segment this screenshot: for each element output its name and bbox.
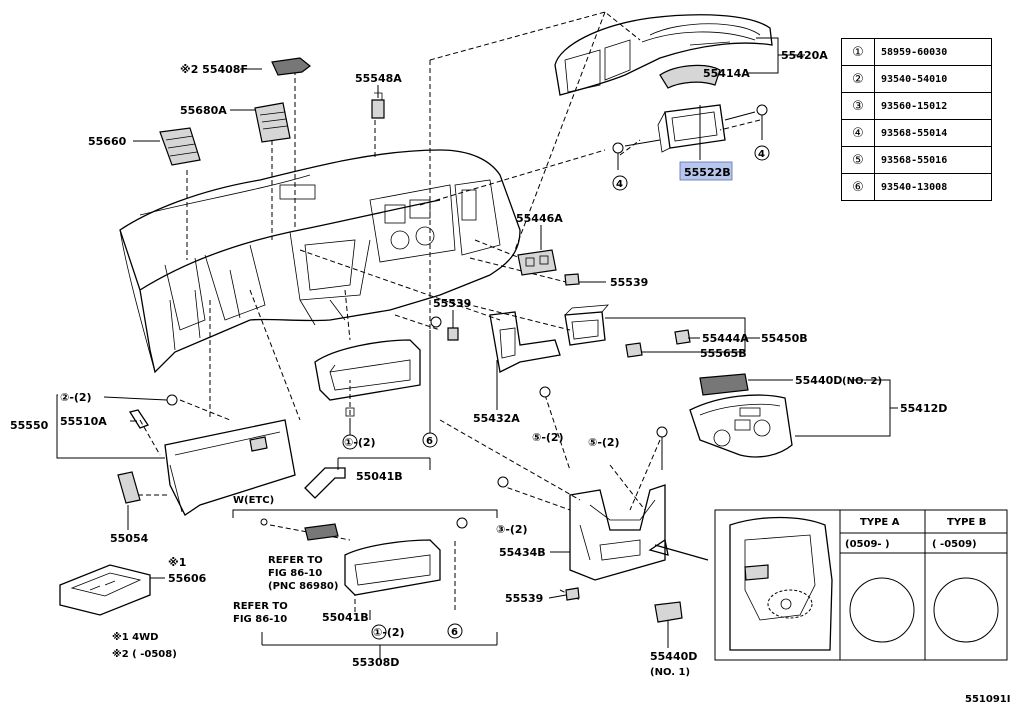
label-w-etc: W(ETC): [233, 495, 274, 506]
label-55606-note: ※1: [168, 556, 186, 569]
label-55450B[interactable]: 55450B: [761, 332, 808, 345]
type-inset: [714, 509, 1008, 661]
legend-number: ④: [841, 119, 875, 147]
type-a-range: (0509- ): [845, 539, 890, 550]
etc-group: [232, 509, 498, 660]
legend-part: 93568-55014: [874, 119, 992, 147]
qty-1-2-etc: ①-(2): [373, 626, 405, 639]
callout-4b: 4: [758, 149, 765, 160]
refer-1-line3: (PNC 86980): [268, 581, 338, 592]
refer-1-line1: REFER TO: [268, 555, 323, 566]
label-55041B[interactable]: 55041B: [356, 470, 403, 483]
label-55548A[interactable]: 55548A: [355, 72, 402, 85]
legend-number: ③: [841, 92, 875, 120]
label-55408F[interactable]: ※2 55408F: [180, 63, 248, 76]
parts-legend-table: ① 58959-60030 ② 93540-54010 ③ 93560-1501…: [841, 38, 992, 201]
label-55308D[interactable]: 55308D: [352, 656, 399, 669]
table-row[interactable]: ② 93540-54010: [841, 65, 992, 93]
qty-5-2-a: ⑤-(2): [532, 431, 564, 444]
highlight-55522B: [679, 161, 733, 181]
refer-1-line2: FIG 86-10: [268, 568, 322, 579]
label-55440D-no1-sub: (NO. 1): [650, 667, 690, 678]
legend-number: ②: [841, 65, 875, 93]
instrument-panel: [119, 149, 521, 374]
refer-2-line2: FIG 86-10: [233, 614, 287, 625]
label-55434B[interactable]: 55434B: [499, 546, 546, 559]
label-55440D-no2-sub: (NO. 2): [842, 376, 882, 387]
label-55680A[interactable]: 55680A: [180, 104, 227, 117]
legend-number: ⑤: [841, 146, 875, 174]
lower-console: [497, 476, 709, 623]
label-55550[interactable]: 55550: [10, 419, 49, 432]
label-55510A[interactable]: 55510A: [60, 415, 107, 428]
label-55414A[interactable]: 55414A: [703, 67, 750, 80]
label-55606[interactable]: 55606: [168, 572, 207, 585]
legend-number: ⑥: [841, 173, 875, 201]
label-55539-bottom[interactable]: 55539: [505, 592, 543, 605]
legend-part: 93568-55016: [874, 146, 992, 174]
legend-part: 93540-13008: [874, 173, 992, 201]
legend-part: 58959-60030: [874, 38, 992, 66]
label-55440D-no2[interactable]: 55440D: [795, 374, 842, 387]
callout-circles: 4 4 6 6: [342, 145, 770, 640]
qty-3-2: ③-(2): [496, 523, 528, 536]
callout-6a: 6: [426, 436, 433, 447]
glove-box-inner: [314, 339, 421, 417]
diagram-id: 551091I: [965, 694, 1010, 705]
tray-55606: [59, 564, 151, 616]
label-55539-top[interactable]: 55539: [610, 276, 648, 289]
left-components: [159, 57, 385, 166]
callout-6b: 6: [451, 627, 458, 638]
label-55444A[interactable]: 55444A: [702, 332, 749, 345]
table-row[interactable]: ① 58959-60030: [841, 38, 992, 66]
label-55660[interactable]: 55660: [88, 135, 127, 148]
legend-number: ①: [841, 38, 875, 66]
center-panel-55432A: [489, 311, 561, 398]
legend-part: 93560-15012: [874, 92, 992, 120]
refer-2-line1: REFER TO: [233, 601, 288, 612]
label-leaders: [56, 37, 898, 648]
table-row[interactable]: ⑤ 93568-55016: [841, 146, 992, 174]
label-55446A[interactable]: 55446A: [516, 212, 563, 225]
qty-1-2: ①-(2): [344, 436, 376, 449]
qty-5-2-b: ⑤-(2): [588, 436, 620, 449]
type-b-range: ( -0509): [932, 539, 977, 550]
switch-parts: [430, 249, 580, 341]
label-55440D-no1[interactable]: 55440D: [650, 650, 697, 663]
arrow-icon: [304, 467, 346, 499]
footnote-1: ※1 4WD: [112, 631, 158, 643]
display-assembly: [612, 104, 768, 170]
label-55565B[interactable]: 55565B: [700, 347, 747, 360]
legend-part: 93540-54010: [874, 65, 992, 93]
label-55041B-etc[interactable]: 55041B: [322, 611, 369, 624]
label-55420A[interactable]: 55420A: [781, 49, 828, 62]
footnote-2: ※2 ( -0508): [112, 648, 177, 660]
table-row[interactable]: ③ 93560-15012: [841, 92, 992, 120]
type-b-label: TYPE B: [947, 517, 986, 528]
label-55432A[interactable]: 55432A: [473, 412, 520, 425]
label-55522B[interactable]: 55522B: [684, 166, 731, 179]
label-55539-mid[interactable]: 55539: [433, 297, 471, 310]
meter-hood: [554, 14, 773, 96]
label-55412D[interactable]: 55412D: [900, 402, 947, 415]
table-row[interactable]: ④ 93568-55014: [841, 119, 992, 147]
pocket-assembly: [564, 304, 691, 358]
label-55054[interactable]: 55054: [110, 532, 149, 545]
table-row[interactable]: ⑥ 93540-13008: [841, 173, 992, 201]
callout-4a: 4: [616, 179, 623, 190]
center-cluster: [656, 373, 793, 470]
glove-box: [117, 394, 296, 516]
qty-2-2: ②-(2): [60, 391, 92, 404]
type-a-label: TYPE A: [860, 517, 900, 528]
